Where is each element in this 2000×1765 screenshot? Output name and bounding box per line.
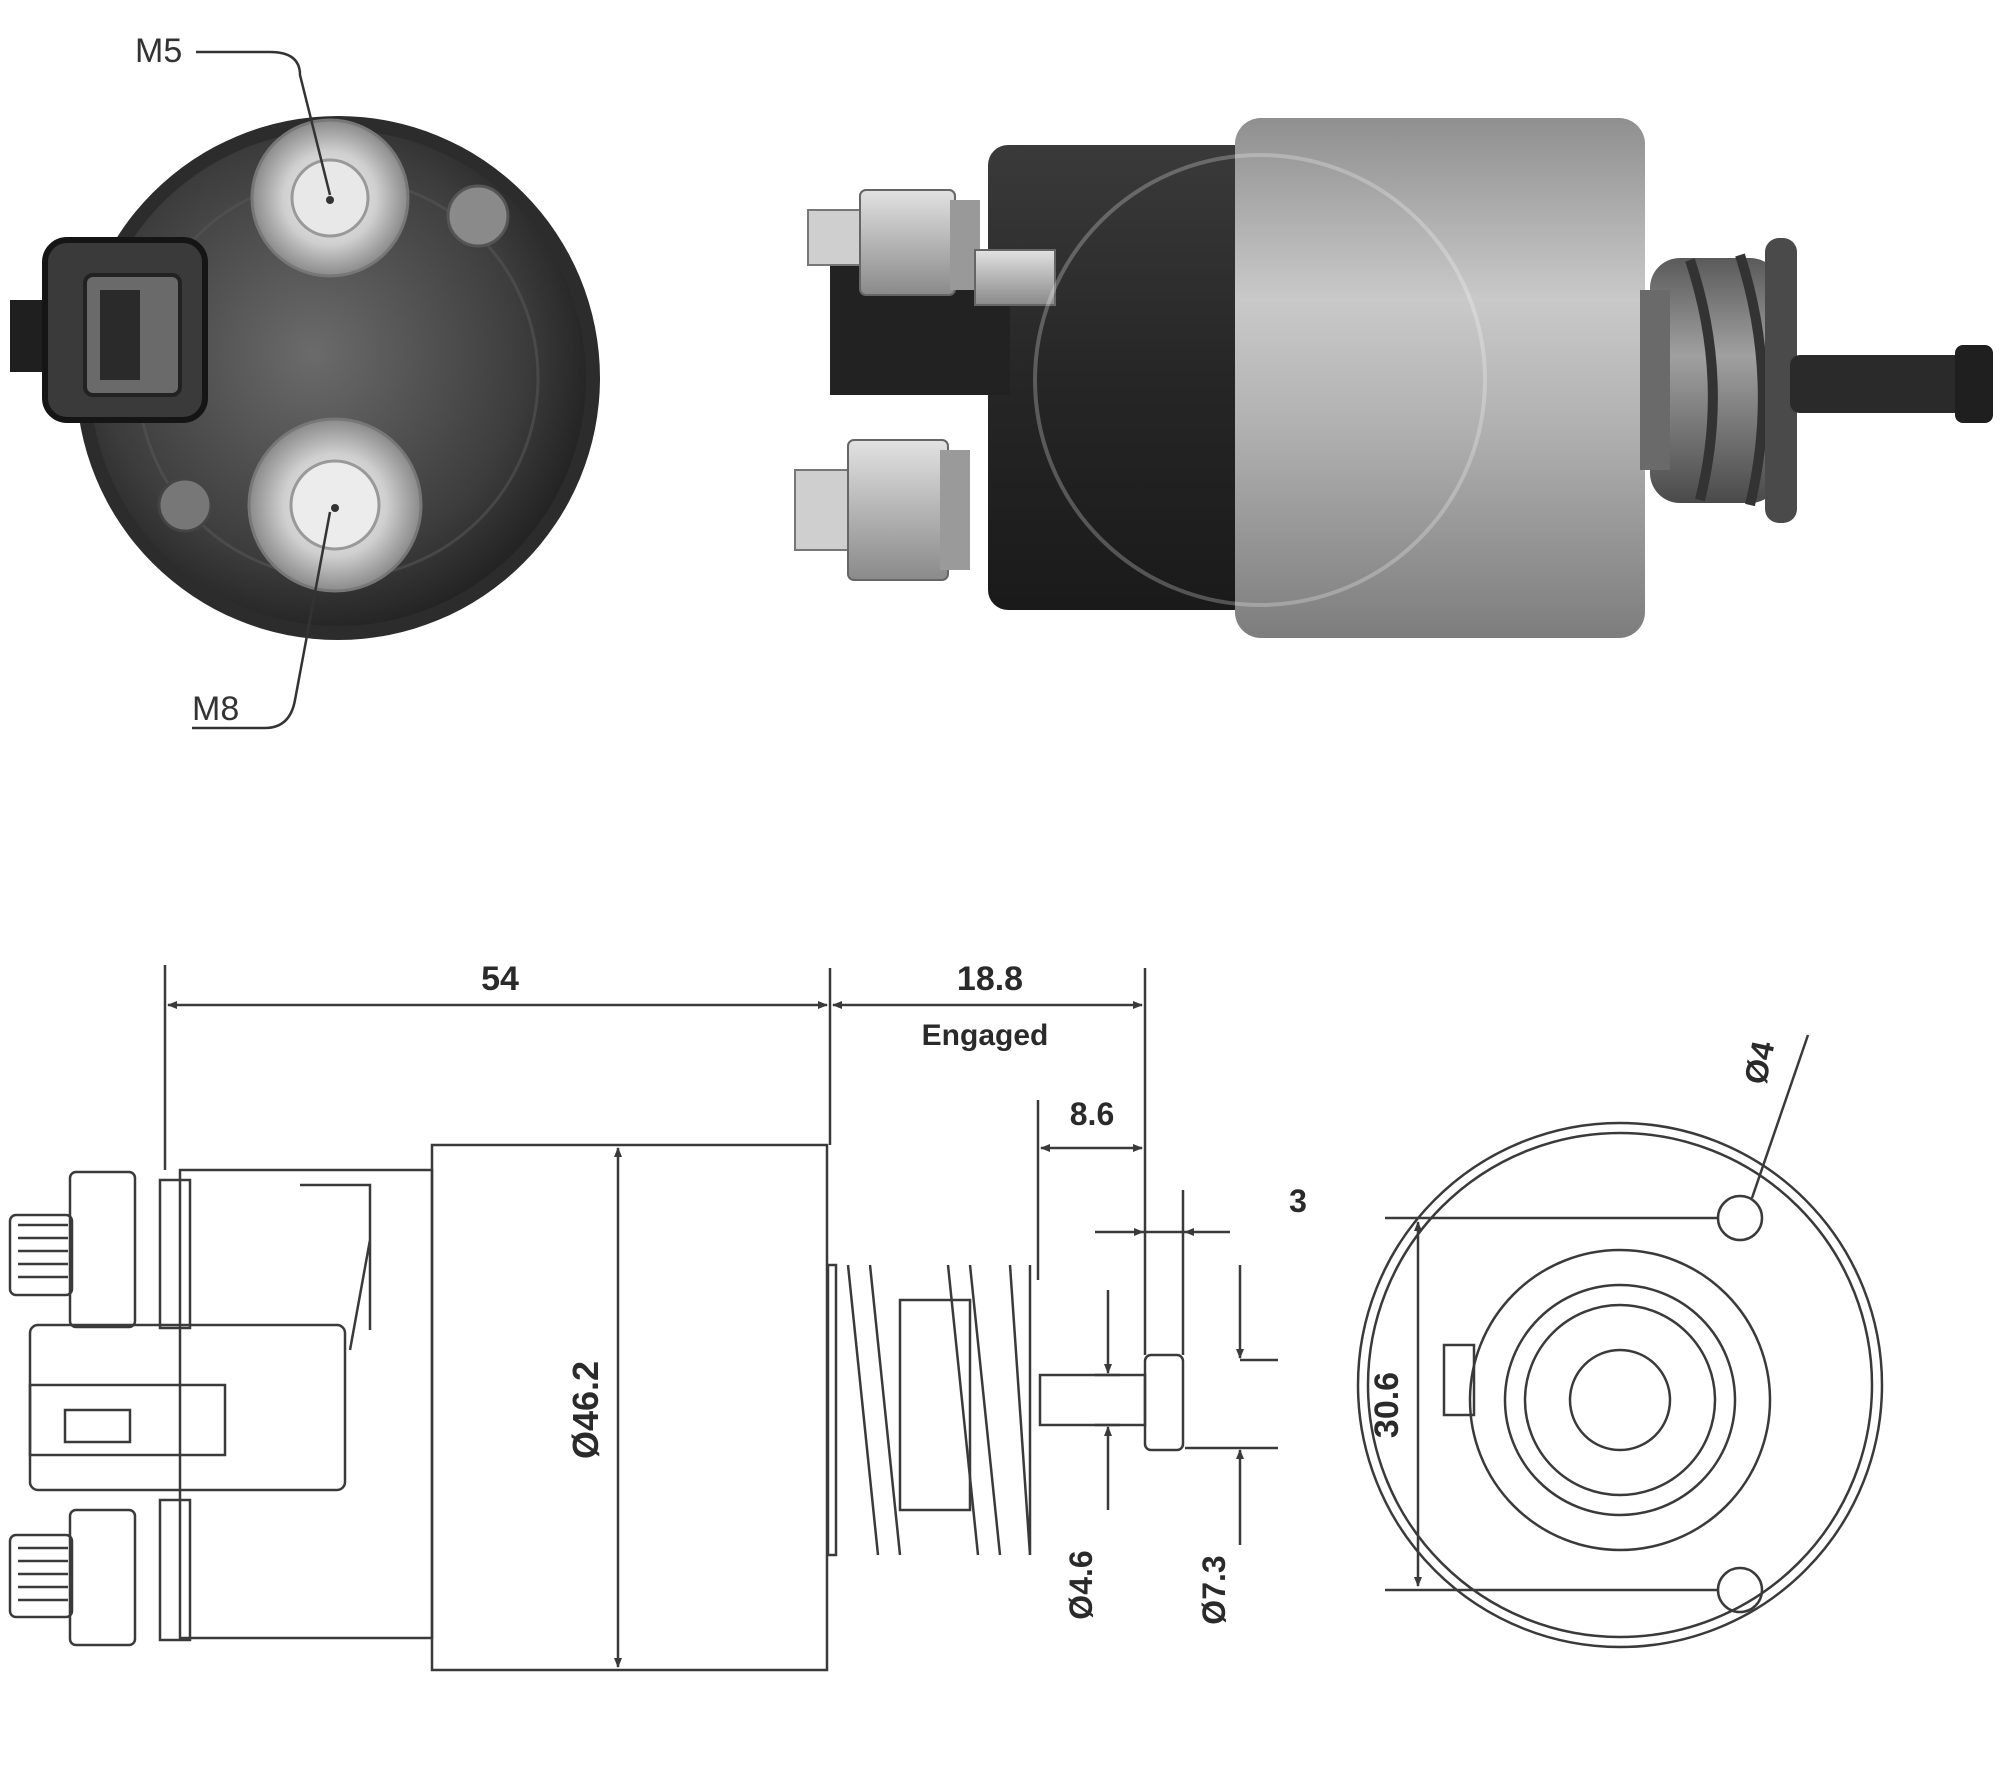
dim-hole-diameter: Ø4 — [1737, 1038, 1781, 1087]
drawing-bottom-nut — [68, 1508, 137, 1647]
drawing-plunger-tip — [1143, 1353, 1185, 1452]
solenoid-body — [1235, 118, 1645, 638]
end-cap-face — [90, 130, 586, 626]
drawing-body — [430, 1143, 829, 1672]
end-outer-circle — [1356, 1121, 1884, 1649]
drawing-connector — [28, 1323, 347, 1492]
drawing-top-nut — [68, 1170, 137, 1329]
dim-stroke-engaged: 18.8 — [957, 960, 1023, 998]
drawing-terminal-housing — [178, 1168, 434, 1640]
end-view-photo: M5 M8 — [10, 32, 600, 730]
callout-m5: M5 — [135, 32, 182, 70]
dim-shaft-diameter: Ø4.6 — [1063, 1550, 1099, 1619]
dim-tip-diameter: Ø7.3 — [1196, 1555, 1232, 1624]
end-center-bore — [1568, 1348, 1672, 1452]
bottom-stud — [794, 439, 970, 581]
drawing-spring-coils — [846, 1264, 1032, 1556]
drawing-plunger-shaft — [1038, 1373, 1147, 1427]
callout-m8: M8 — [192, 690, 239, 728]
top-stud — [807, 189, 1056, 306]
top-terminal-m5 — [250, 118, 410, 278]
side-dimension-drawing — [8, 965, 1278, 1672]
dim-hole-spacing: 30.6 — [1368, 1372, 1406, 1438]
side-view-photo — [794, 118, 1993, 638]
dim-body-diameter: Ø46.2 — [565, 1361, 606, 1459]
end-dimension-drawing — [1356, 1034, 1884, 1649]
dim-plunger-tip-width: 3 — [1289, 1183, 1307, 1219]
drawing-spring-flange — [826, 1263, 838, 1557]
bottom-terminal-m8 — [247, 417, 423, 593]
connector-plug — [10, 237, 208, 423]
dim-stroke-caption: Engaged — [922, 1019, 1049, 1052]
plunger-spring — [1640, 238, 1993, 523]
end-ring-1 — [1468, 1248, 1772, 1552]
dim-overall-length: 54 — [481, 960, 519, 998]
dim-plunger-head-width: 8.6 — [1070, 1096, 1114, 1132]
mount-hole-top — [1716, 1194, 1764, 1242]
terminal-cap — [988, 145, 1268, 610]
